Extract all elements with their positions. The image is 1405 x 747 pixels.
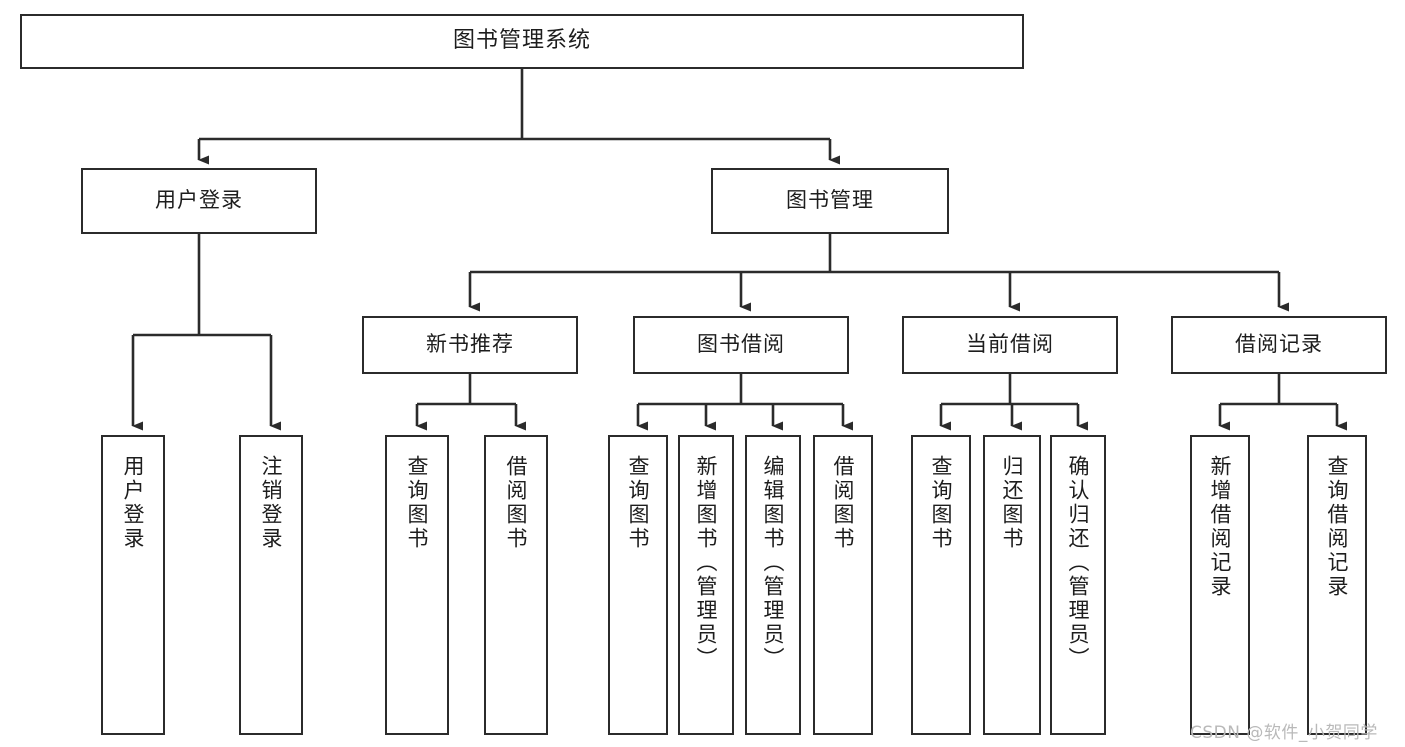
node-user-login-label: 用户登录 (155, 188, 243, 213)
node-leaf-query-book-rec-label: 查询图书 (405, 455, 430, 551)
node-leaf-query-borrow-record[interactable]: 查询借阅记录 (1307, 435, 1367, 735)
node-leaf-return-book[interactable]: 归还图书 (983, 435, 1041, 735)
node-leaf-add-book-admin-label: 新增图书（管理员） (694, 455, 719, 671)
node-leaf-logout[interactable]: 注销登录 (239, 435, 303, 735)
node-leaf-query-book-borrow[interactable]: 查询图书 (608, 435, 668, 735)
node-user-login[interactable]: 用户登录 (81, 168, 317, 234)
node-leaf-borrow-book-label: 借阅图书 (831, 455, 856, 551)
node-leaf-query-borrow-record-label: 查询借阅记录 (1325, 455, 1350, 599)
node-leaf-query-book-current[interactable]: 查询图书 (911, 435, 971, 735)
node-leaf-edit-book-admin[interactable]: 编辑图书（管理员） (745, 435, 801, 735)
node-leaf-borrow-book-rec[interactable]: 借阅图书 (484, 435, 548, 735)
node-borrow-record-label: 借阅记录 (1235, 332, 1323, 357)
node-root[interactable]: 图书管理系统 (20, 14, 1024, 69)
node-borrow-record[interactable]: 借阅记录 (1171, 316, 1387, 374)
node-current-borrow[interactable]: 当前借阅 (902, 316, 1118, 374)
node-book-borrow-label: 图书借阅 (697, 332, 785, 357)
node-new-book-recommend[interactable]: 新书推荐 (362, 316, 578, 374)
node-leaf-borrow-book[interactable]: 借阅图书 (813, 435, 873, 735)
node-leaf-add-book-admin[interactable]: 新增图书（管理员） (678, 435, 734, 735)
node-leaf-confirm-return-admin[interactable]: 确认归还（管理员） (1050, 435, 1106, 735)
watermark: CSDN @软件_小贺同学 (1190, 723, 1378, 743)
node-current-borrow-label: 当前借阅 (966, 332, 1054, 357)
node-leaf-edit-book-admin-label: 编辑图书（管理员） (761, 455, 786, 671)
node-leaf-return-book-label: 归还图书 (1000, 455, 1025, 551)
node-leaf-add-borrow-record-label: 新增借阅记录 (1208, 455, 1233, 599)
node-book-manage-label: 图书管理 (786, 188, 874, 213)
node-leaf-add-borrow-record[interactable]: 新增借阅记录 (1190, 435, 1250, 735)
node-leaf-user-login[interactable]: 用户登录 (101, 435, 165, 735)
node-new-book-recommend-label: 新书推荐 (426, 332, 514, 357)
node-leaf-query-book-current-label: 查询图书 (929, 455, 954, 551)
node-root-label: 图书管理系统 (452, 28, 591, 54)
node-book-manage[interactable]: 图书管理 (711, 168, 949, 234)
node-leaf-query-book-borrow-label: 查询图书 (626, 455, 651, 551)
node-leaf-logout-label: 注销登录 (259, 455, 284, 551)
node-leaf-borrow-book-rec-label: 借阅图书 (504, 455, 529, 551)
node-leaf-confirm-return-admin-label: 确认归还（管理员） (1066, 455, 1091, 671)
node-leaf-user-login-label: 用户登录 (121, 455, 146, 551)
node-book-borrow[interactable]: 图书借阅 (633, 316, 849, 374)
node-leaf-query-book-rec[interactable]: 查询图书 (385, 435, 449, 735)
